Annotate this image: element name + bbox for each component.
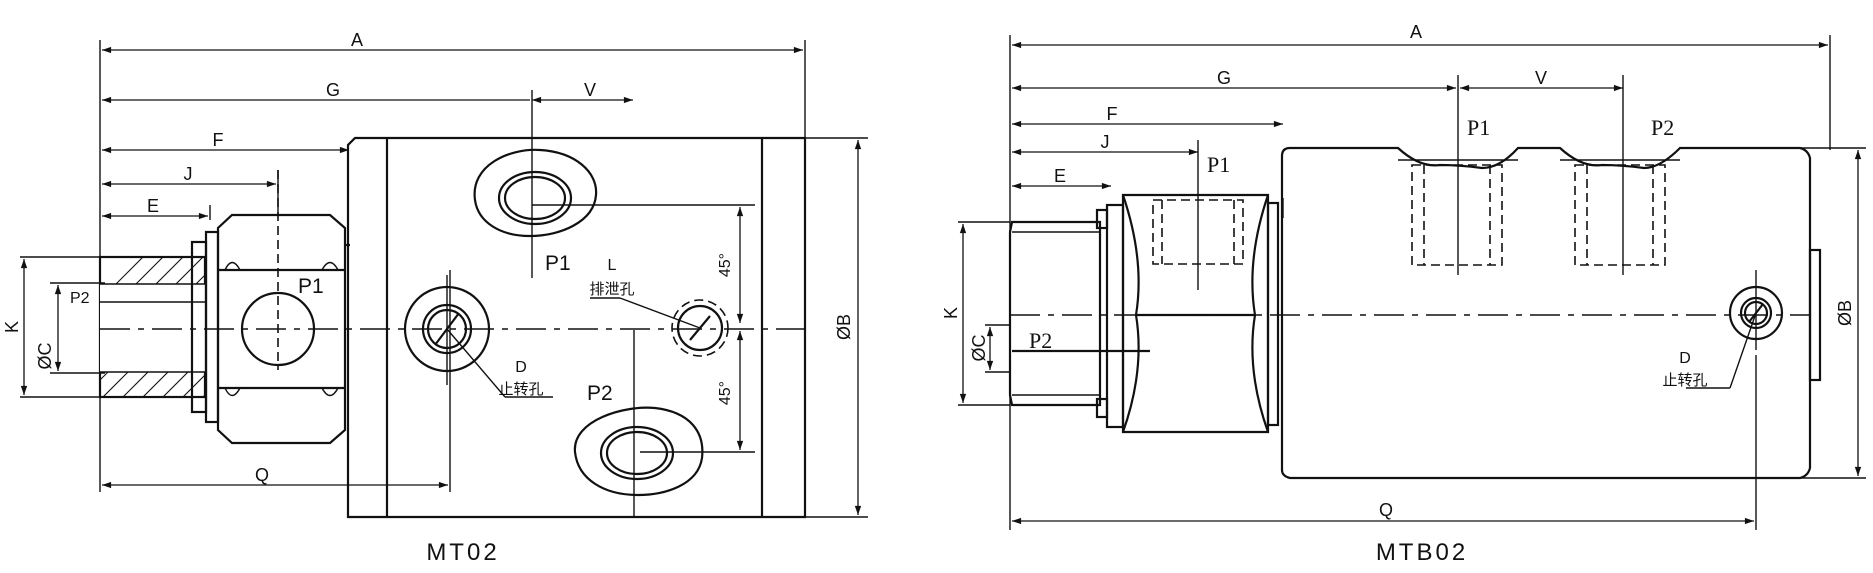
mt02-dimension-lines bbox=[20, 46, 862, 515]
mtb02-dimension-lines bbox=[959, 41, 1862, 525]
mt02-dim-f: F bbox=[213, 130, 224, 150]
mtb02-dim-v: V bbox=[1535, 68, 1547, 88]
mtb02-dim-b: ØB bbox=[1835, 300, 1855, 326]
mtb02-port-p2 bbox=[1574, 75, 1666, 275]
mtb02-label-p1-nut: P1 bbox=[1207, 152, 1230, 177]
mtb02-hex-nut bbox=[1121, 140, 1280, 434]
mtb02-stop-hole bbox=[1686, 270, 1784, 389]
mtb02-dim-f: F bbox=[1107, 104, 1118, 124]
mt02-label-p2-side: P2 bbox=[70, 290, 90, 307]
mt02-angle-upper: 45° bbox=[717, 253, 734, 277]
mtb02-caption: MTB02 bbox=[1376, 539, 1468, 566]
mt02-stop-hole bbox=[403, 275, 553, 398]
mt02-extension-lines bbox=[20, 40, 868, 518]
mt02-body bbox=[345, 136, 807, 519]
mt02-dim-v: V bbox=[584, 80, 596, 100]
mt02-port-p1 bbox=[473, 90, 598, 278]
mtb02-label-p2-side: P2 bbox=[1029, 328, 1052, 353]
mt02-drain-text: 排泄孔 bbox=[589, 280, 634, 298]
mt02-hex-nut bbox=[216, 170, 347, 445]
mt02-port-p2 bbox=[573, 330, 704, 517]
mt02-dim-j: J bbox=[184, 164, 193, 184]
mtb02-stop-code: D bbox=[1679, 350, 1691, 367]
mt02-dim-c: ØC bbox=[35, 342, 55, 369]
mt02-label-p1-side: P1 bbox=[298, 275, 324, 298]
mt02-drain-code: L bbox=[608, 257, 617, 274]
mt02-label-p1-face: P1 bbox=[545, 252, 571, 275]
mt02-caption: MT02 bbox=[426, 539, 499, 566]
mtb02-dim-k: K bbox=[941, 307, 961, 319]
mt02-stop-code: D bbox=[515, 359, 527, 376]
mt02-dim-e: E bbox=[147, 196, 159, 216]
mt02-thread-stub bbox=[98, 230, 220, 424]
mtb02-dim-c: ØC bbox=[969, 334, 989, 361]
mtb02-thread-stub bbox=[1008, 203, 1150, 429]
mt02-dim-k: K bbox=[2, 321, 22, 333]
mt02-dim-q: Q bbox=[255, 465, 269, 485]
mt02-label-p2-face: P2 bbox=[587, 382, 613, 405]
mtb02-dim-a: A bbox=[1410, 22, 1422, 42]
mt02-angle-lower: 45° bbox=[717, 381, 734, 405]
mtb02-dim-e: E bbox=[1054, 166, 1066, 186]
mtb02-label-p1-top: P1 bbox=[1467, 115, 1490, 140]
mt02-drain-hole bbox=[590, 297, 729, 357]
mt02-dim-a: A bbox=[351, 30, 363, 50]
mtb02-stop-text: 止转孔 bbox=[1662, 371, 1707, 389]
mtb02-label-p2-top: P2 bbox=[1651, 115, 1674, 140]
view-mt02: A G V F J E Q K ØC ØB P2 P1 P1 P2 L 排泄孔 … bbox=[2, 30, 868, 566]
mt02-dim-g: G bbox=[326, 80, 340, 100]
mtb02-dim-q: Q bbox=[1379, 500, 1393, 520]
mtb02-dim-j: J bbox=[1101, 132, 1110, 152]
mt02-stop-text: 止转孔 bbox=[498, 380, 543, 398]
mtb02-port-p1 bbox=[1411, 75, 1503, 275]
mt02-dim-b: ØB bbox=[834, 314, 854, 340]
mtb02-extension-lines bbox=[958, 35, 1866, 530]
mtb02-body bbox=[1280, 146, 1822, 480]
view-mtb02: A G V F J E Q K ØC ØB P1 P2 P1 P2 D 止转孔 … bbox=[941, 22, 1866, 566]
mtb02-dim-g: G bbox=[1217, 68, 1231, 88]
